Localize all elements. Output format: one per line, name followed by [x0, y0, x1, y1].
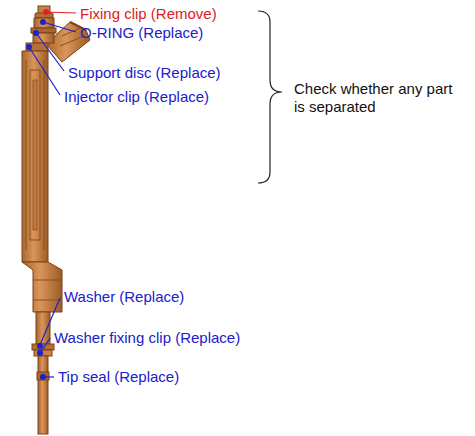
- part-label: Support disc (Replace): [68, 64, 221, 82]
- part-label: Washer fixing clip (Replace): [54, 329, 240, 347]
- part-label: Injector clip (Replace): [64, 88, 209, 106]
- part-label: Washer (Replace): [64, 288, 184, 306]
- part-label: Tip seal (Replace): [58, 368, 179, 386]
- part-label: Fixing clip (Remove): [80, 5, 217, 23]
- part-label: O-RING (Replace): [80, 24, 203, 42]
- note-label: Check whether any part is separated: [294, 80, 464, 116]
